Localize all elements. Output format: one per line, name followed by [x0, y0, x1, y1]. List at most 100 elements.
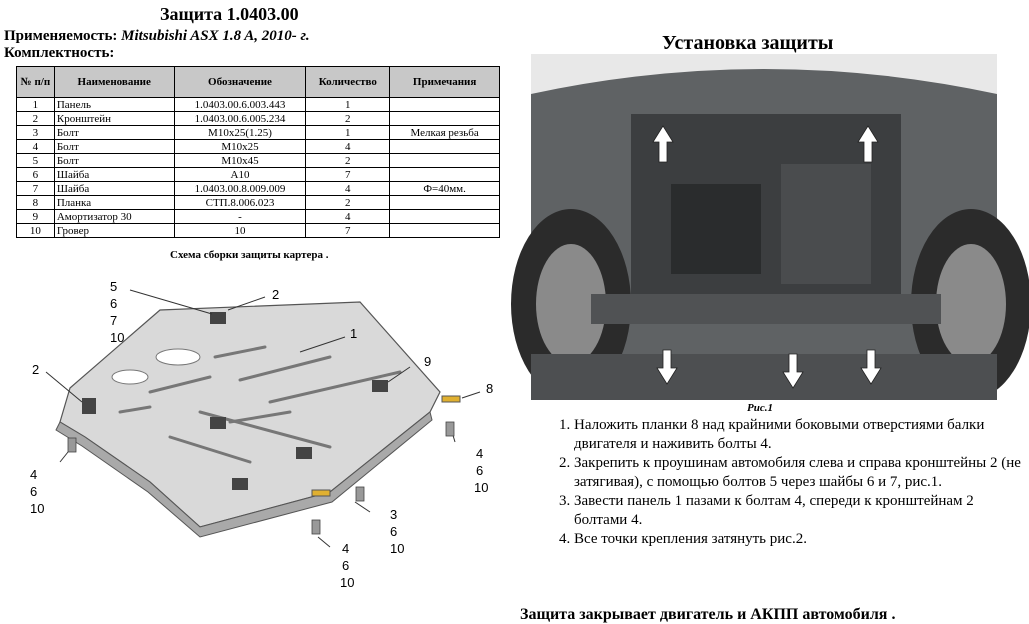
label-2-top: 2: [272, 287, 280, 302]
installation-title: Установка защиты: [662, 32, 834, 54]
cell-notes: [389, 167, 500, 182]
col-header-designation: Обозначение: [173, 66, 307, 98]
col-header-name: Наименование: [53, 66, 175, 98]
cell-quantity: 4: [305, 209, 391, 224]
cell-name: Болт: [53, 139, 175, 154]
cell-quantity: 2: [305, 153, 391, 168]
label-6: 6: [110, 296, 118, 311]
arrow-up-icon: [857, 125, 879, 163]
plate-strip: [441, 395, 461, 403]
cell-quantity: 4: [305, 139, 391, 154]
cell-num: 6: [16, 167, 55, 182]
label-right-4: 4: [476, 446, 484, 461]
cell-name: Кронштейн: [53, 111, 175, 126]
cell-num: 1: [16, 97, 55, 112]
cell-quantity: 2: [305, 195, 391, 210]
step-item: Закрепить к проушинам автомобиля слева и…: [574, 454, 1029, 492]
col-header-notes: Примечания: [389, 66, 500, 98]
cell-name: Гровер: [53, 223, 175, 238]
plate-strip: [311, 489, 331, 497]
cell-name: Болт: [53, 125, 175, 140]
cell-quantity: 1: [305, 97, 391, 112]
cell-num: 10: [16, 223, 55, 238]
cell-num: 3: [16, 125, 55, 140]
cell-designation: 1.0403.00.8.009.009: [173, 181, 307, 196]
arrow-down-icon: [782, 353, 804, 389]
cell-designation: М10х25(1.25): [173, 125, 307, 140]
bolts: [67, 421, 455, 535]
label-1: 1: [350, 326, 358, 341]
plate-hole: [155, 348, 201, 366]
plate-hole: [111, 369, 149, 385]
photo-arrows: [652, 125, 882, 389]
cell-notes: [389, 111, 500, 126]
cell-num: 5: [16, 153, 55, 168]
doc-title: Защита 1.0403.00: [160, 4, 299, 24]
label-bottom-4: 4: [342, 541, 350, 556]
table-header-row: № п/п Наименование Обозначение Количеств…: [16, 66, 500, 98]
plate-ribs: [118, 345, 402, 464]
cell-designation: М10х45: [173, 153, 307, 168]
scheme-caption: Схема сборки защиты картера .: [170, 249, 329, 261]
label-10: 10: [110, 330, 125, 345]
label-7: 7: [110, 313, 118, 328]
cell-notes: Ф=40мм.: [389, 181, 500, 196]
label-3-6: 6: [390, 524, 398, 539]
label-left-6: 6: [30, 484, 38, 499]
label-right-10: 10: [474, 480, 489, 495]
cell-designation: М10х25: [173, 139, 307, 154]
cell-designation: А10: [173, 167, 307, 182]
assembly-diagram: [45, 289, 481, 548]
cell-name: Болт: [53, 153, 175, 168]
cell-quantity: 1: [305, 125, 391, 140]
label-5: 5: [110, 279, 118, 294]
applicability-label: Применяемость:: [4, 28, 118, 44]
cell-designation: 1.0403.00.6.005.234: [173, 111, 307, 126]
cell-quantity: 2: [305, 111, 391, 126]
underbody-illustration: [511, 54, 1029, 400]
arrow-down-icon: [656, 349, 678, 385]
arrow-up-icon: [652, 125, 674, 163]
step-item: Все точки крепления затянуть рис.2.: [574, 530, 1029, 549]
cell-notes: [389, 139, 500, 154]
col-header-num: № п/п: [16, 66, 55, 98]
label-2-left: 2: [32, 362, 40, 377]
cell-designation: -: [173, 209, 307, 224]
installation-steps: Наложить планки 8 над крайними боковыми …: [540, 416, 1029, 549]
cell-notes: [389, 195, 500, 210]
label-bottom-10: 10: [340, 575, 355, 590]
label-9: 9: [424, 354, 432, 369]
cell-quantity: 7: [305, 223, 391, 238]
step-item: Завести панель 1 пазами к болтам 4, спер…: [574, 492, 1029, 530]
cell-num: 7: [16, 181, 55, 196]
arrow-down-icon: [860, 349, 882, 385]
applicability-value: Mitsubishi ASX 1.8 A, 2010- г.: [121, 28, 310, 44]
step-item: Наложить планки 8 над крайними боковыми …: [574, 416, 1029, 454]
parts-table: № п/п Наименование Обозначение Количеств…: [16, 66, 500, 238]
cell-num: 2: [16, 111, 55, 126]
label-left-4: 4: [30, 467, 38, 482]
cell-notes: [389, 223, 500, 238]
cell-name: Амортизатор 30: [53, 209, 175, 224]
cell-notes: [389, 209, 500, 224]
cell-name: Панель: [53, 97, 175, 112]
photo-caption: Рис.1: [747, 402, 773, 414]
cell-quantity: 7: [305, 167, 391, 182]
cell-designation: 1.0403.00.6.003.443: [173, 97, 307, 112]
cell-notes: [389, 97, 500, 112]
footer-note: Защита закрывает двигатель и АКПП автомо…: [520, 606, 896, 623]
col-header-quantity: Количество: [305, 66, 391, 98]
applicability-line: Применяемость: Mitsubishi ASX 1.8 A, 201…: [4, 28, 310, 45]
label-bottom-6: 6: [342, 558, 350, 573]
label-8: 8: [486, 381, 494, 396]
cell-quantity: 4: [305, 181, 391, 196]
label-left-10: 10: [30, 501, 45, 516]
completeness-label: Комплектность:: [4, 45, 115, 61]
